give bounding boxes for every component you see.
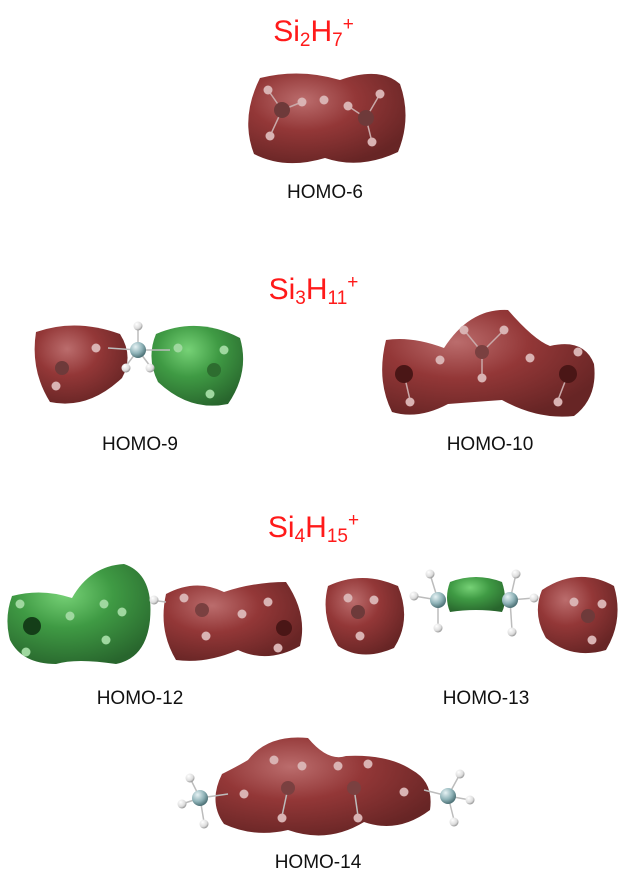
homo-12-orbital — [7, 564, 303, 664]
homo-13-orbital — [325, 569, 618, 655]
section-title-si2h7: Si2H7+ — [273, 14, 354, 51]
orbital-label-homo-12: HOMO-12 — [96, 688, 184, 709]
orbital-label-homo-9: HOMO-9 — [102, 434, 178, 455]
section-title-si3h11: Si3H11+ — [268, 272, 359, 309]
orbital-label-homo-6: HOMO-6 — [287, 182, 363, 203]
orbital-label-homo-10: HOMO-10 — [446, 434, 534, 455]
homo-6-orbital — [248, 73, 406, 164]
homo-9-orbital — [34, 321, 244, 406]
orbital-label-homo-13: HOMO-13 — [442, 688, 530, 709]
homo-14-orbital — [177, 737, 475, 836]
section-title-si4h15: Si4H15+ — [267, 510, 360, 547]
homo-10-orbital — [382, 309, 595, 417]
orbital-label-homo-14: HOMO-14 — [274, 852, 362, 873]
